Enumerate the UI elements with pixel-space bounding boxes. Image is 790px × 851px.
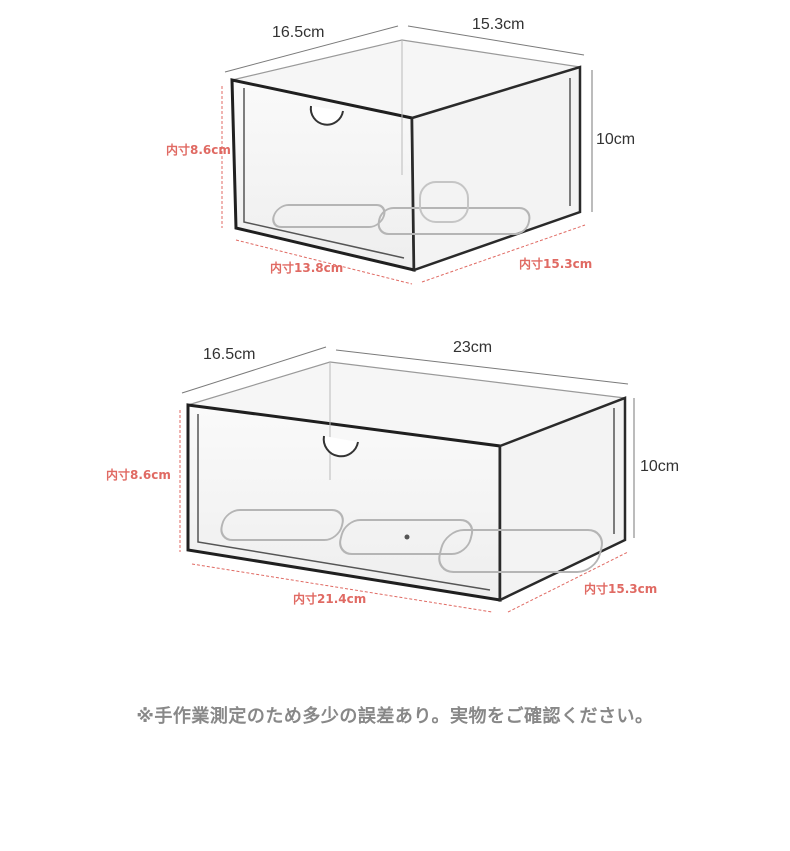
- large-drawer-height-label: 10cm: [640, 458, 680, 475]
- small-drawer-depth-label: 15.3cm: [472, 16, 525, 33]
- large-drawer-inner-width-label: 内寸21.4cm: [293, 592, 367, 606]
- large-drawer-dimension-lines: [179, 346, 635, 613]
- small-drawer-height-label: 10cm: [596, 131, 636, 148]
- large-drawer-depth-label: 23cm: [453, 339, 493, 356]
- small-drawer-inner-width-label: 内寸13.8cm: [270, 261, 344, 275]
- small-drawer-width-label: 16.5cm: [272, 24, 325, 41]
- large-drawer-inner-height-label: 内寸8.6cm: [106, 468, 171, 482]
- small-drawer-dimension-lines: [221, 25, 593, 285]
- measurement-disclaimer-note: ※手作業測定のため多少の誤差あり。実物をご確認ください。: [136, 706, 654, 727]
- large-drawer-width-label: 16.5cm: [203, 346, 256, 363]
- small-drawer-inner-depth-label: 内寸15.3cm: [519, 257, 593, 271]
- large-drawer-inner-depth-label: 内寸15.3cm: [584, 582, 658, 596]
- small-drawer-box: [230, 39, 582, 272]
- small-drawer-inner-height-label: 内寸8.6cm: [166, 143, 231, 157]
- large-drawer-box: [186, 361, 627, 602]
